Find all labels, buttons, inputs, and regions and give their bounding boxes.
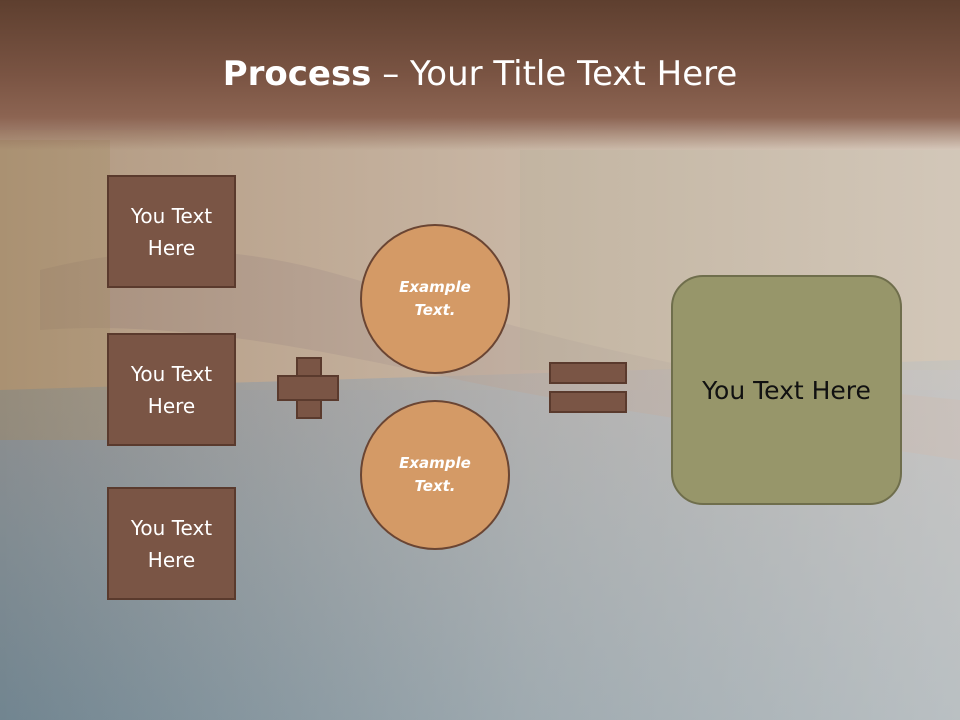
equals-bottom-bar: [549, 391, 627, 413]
slide-title: Process – Your Title Text Here: [0, 52, 960, 96]
title-rest: – Your Title Text Here: [371, 54, 738, 94]
text-box-3-label: You Text Here: [130, 515, 213, 572]
title-bold: Process: [222, 54, 372, 94]
example-circle-2-label: Example Text.: [399, 454, 471, 495]
example-circle-2: Example Text.: [360, 400, 510, 550]
title-bar: [0, 0, 960, 150]
result-box: You Text Here: [671, 275, 902, 505]
text-box-3: You Text Here: [107, 487, 236, 600]
example-circle-1-label: Example Text.: [399, 278, 471, 319]
text-box-1-label: You Text Here: [130, 203, 213, 260]
text-box-2-label: You Text Here: [130, 361, 213, 418]
text-box-1: You Text Here: [107, 175, 236, 288]
example-circle-1: Example Text.: [360, 224, 510, 374]
equals-top-bar: [549, 362, 627, 384]
result-box-label: You Text Here: [702, 375, 871, 405]
plus-center: [298, 377, 320, 399]
text-box-2: You Text Here: [107, 333, 236, 446]
